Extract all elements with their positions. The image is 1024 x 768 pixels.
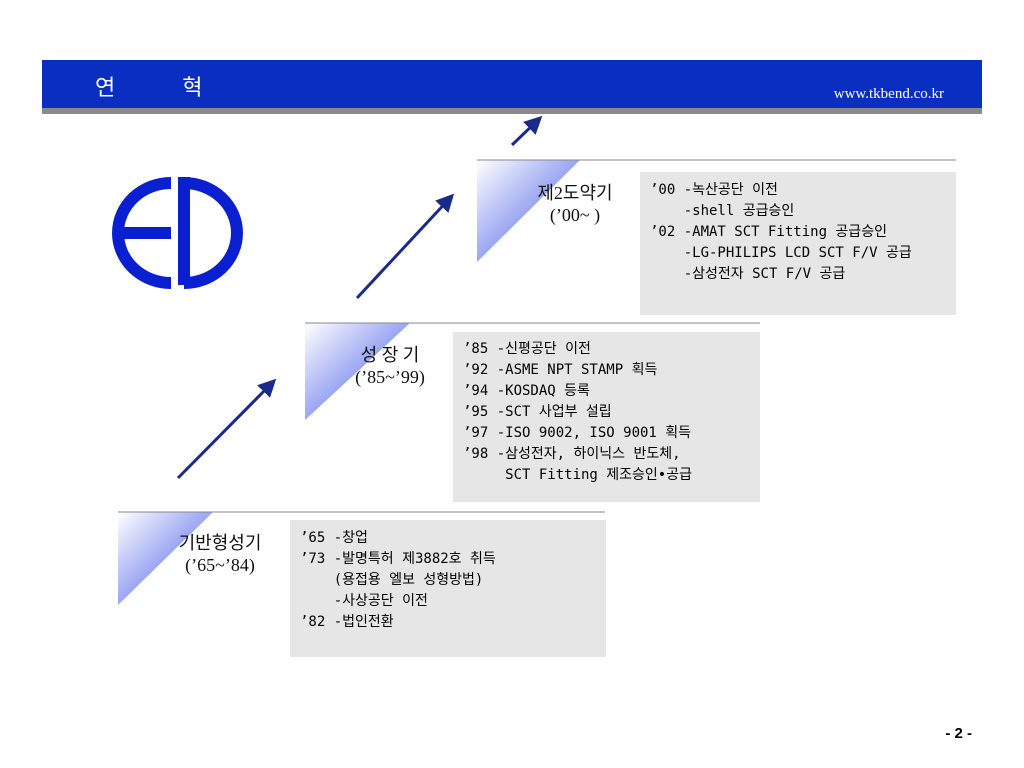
stage-2-period: (’85~’99): [355, 367, 425, 387]
event-line: ’00 -녹산공단 이전: [650, 182, 778, 198]
stage-3-events: ’00 -녹산공단 이전 -shell 공급승인 ’02 -AMAT SCT F…: [640, 172, 956, 315]
event-line: ’94 -KOSDAQ 등록: [463, 383, 590, 399]
stage-2-triangle: [305, 323, 410, 420]
arrow-3: [510, 115, 543, 147]
event-line: ’97 -ISO 9002, ISO 9001 획득: [463, 425, 692, 441]
ed-logo-icon: [112, 177, 243, 289]
event-line: ’82 -법인전환: [300, 614, 394, 630]
header-bar: [42, 60, 982, 108]
event-line: SCT Fitting 제조승인•공급: [463, 467, 692, 483]
stage-3-triangle: [477, 160, 580, 262]
stage-2-label: 성 장 기 (’85~’99): [335, 344, 445, 388]
stage-2-name: 성 장 기: [360, 345, 420, 365]
event-line: (용접용 엘보 성형방법): [300, 572, 484, 588]
website-url: www.tkbend.co.kr: [833, 86, 944, 102]
stage-3-period: (’00~ ): [549, 205, 601, 225]
event-line: -삼성전자 SCT F/V 공급: [650, 266, 846, 282]
stage-2-events: ’85 -신평공단 이전 ’92 -ASME NPT STAMP 획득 ’94 …: [453, 332, 760, 502]
page-number: - 2 -: [945, 725, 972, 742]
event-line: ’95 -SCT 사업부 설립: [463, 404, 612, 420]
arrow-1: [176, 378, 277, 480]
event-line: -shell 공급승인: [650, 203, 795, 219]
stage-1-events: ’65 -창업 ’73 -발명특허 제3882호 취득 (용접용 엘보 성형방법…: [290, 520, 606, 657]
stage-3-name: 제2도약기: [537, 183, 613, 203]
event-line: -사상공단 이전: [300, 593, 428, 609]
event-line: ’02 -AMAT SCT Fitting 공급승인: [650, 224, 887, 240]
event-line: ’73 -발명특허 제3882호 취득: [300, 551, 496, 567]
stage-3-label: 제2도약기 (’00~ ): [520, 182, 630, 226]
event-line: ’98 -삼성전자, 하이닉스 반도체,: [463, 446, 681, 462]
stage-1-name: 기반형성기: [178, 533, 262, 553]
stage-1-triangle: [118, 512, 213, 605]
header-shadow: [42, 108, 982, 114]
stage-1-period: (’65~’84): [185, 555, 255, 575]
event-line: -LG-PHILIPS LCD SCT F/V 공급: [650, 245, 912, 261]
stage-1-label: 기반형성기 (’65~’84): [160, 532, 280, 576]
arrow-2: [355, 193, 455, 300]
event-line: ’92 -ASME NPT STAMP 획득: [463, 362, 658, 378]
event-line: ’65 -창업: [300, 530, 368, 546]
event-line: ’85 -신평공단 이전: [463, 341, 591, 357]
page-title: 연 혁: [95, 76, 233, 101]
